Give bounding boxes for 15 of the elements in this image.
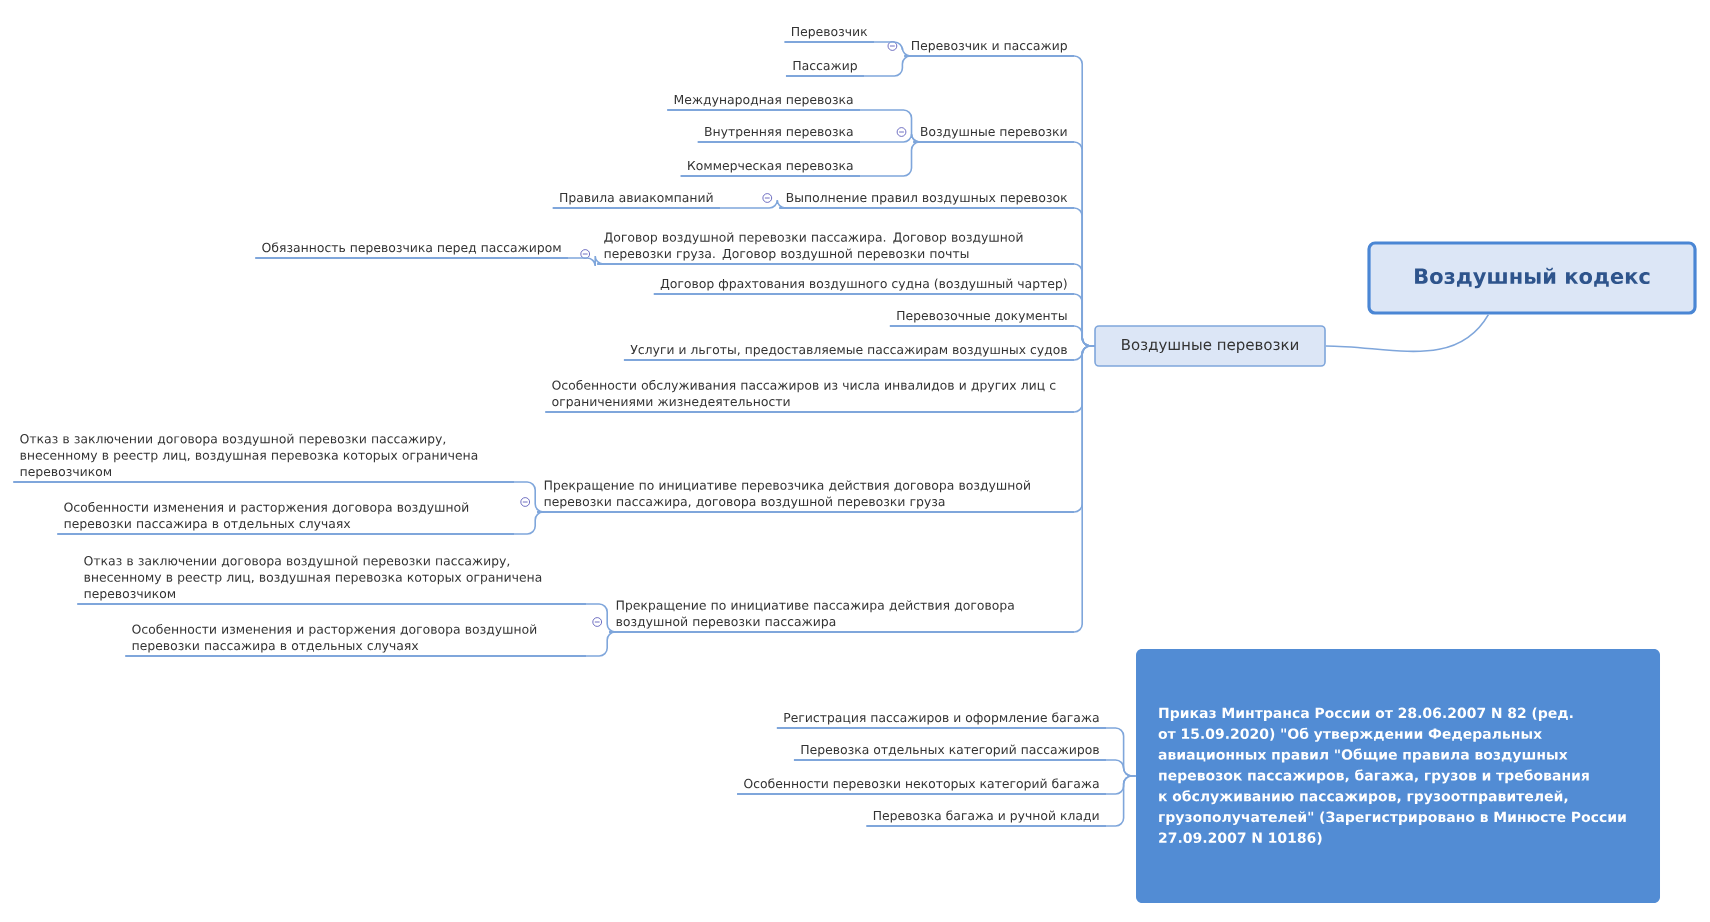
connector	[567, 255, 604, 267]
connector	[513, 481, 544, 513]
connector	[859, 141, 921, 177]
connector	[863, 55, 912, 77]
connector	[585, 631, 616, 657]
connector	[513, 511, 544, 535]
connector	[1073, 345, 1095, 633]
connector	[585, 603, 616, 633]
connector	[1105, 775, 1137, 827]
connector	[859, 133, 921, 143]
title-box: Воздушный кодекс	[1367, 241, 1697, 315]
connector	[1073, 325, 1095, 347]
connector	[1325, 313, 1490, 353]
connector	[719, 199, 787, 209]
connector	[873, 41, 912, 57]
